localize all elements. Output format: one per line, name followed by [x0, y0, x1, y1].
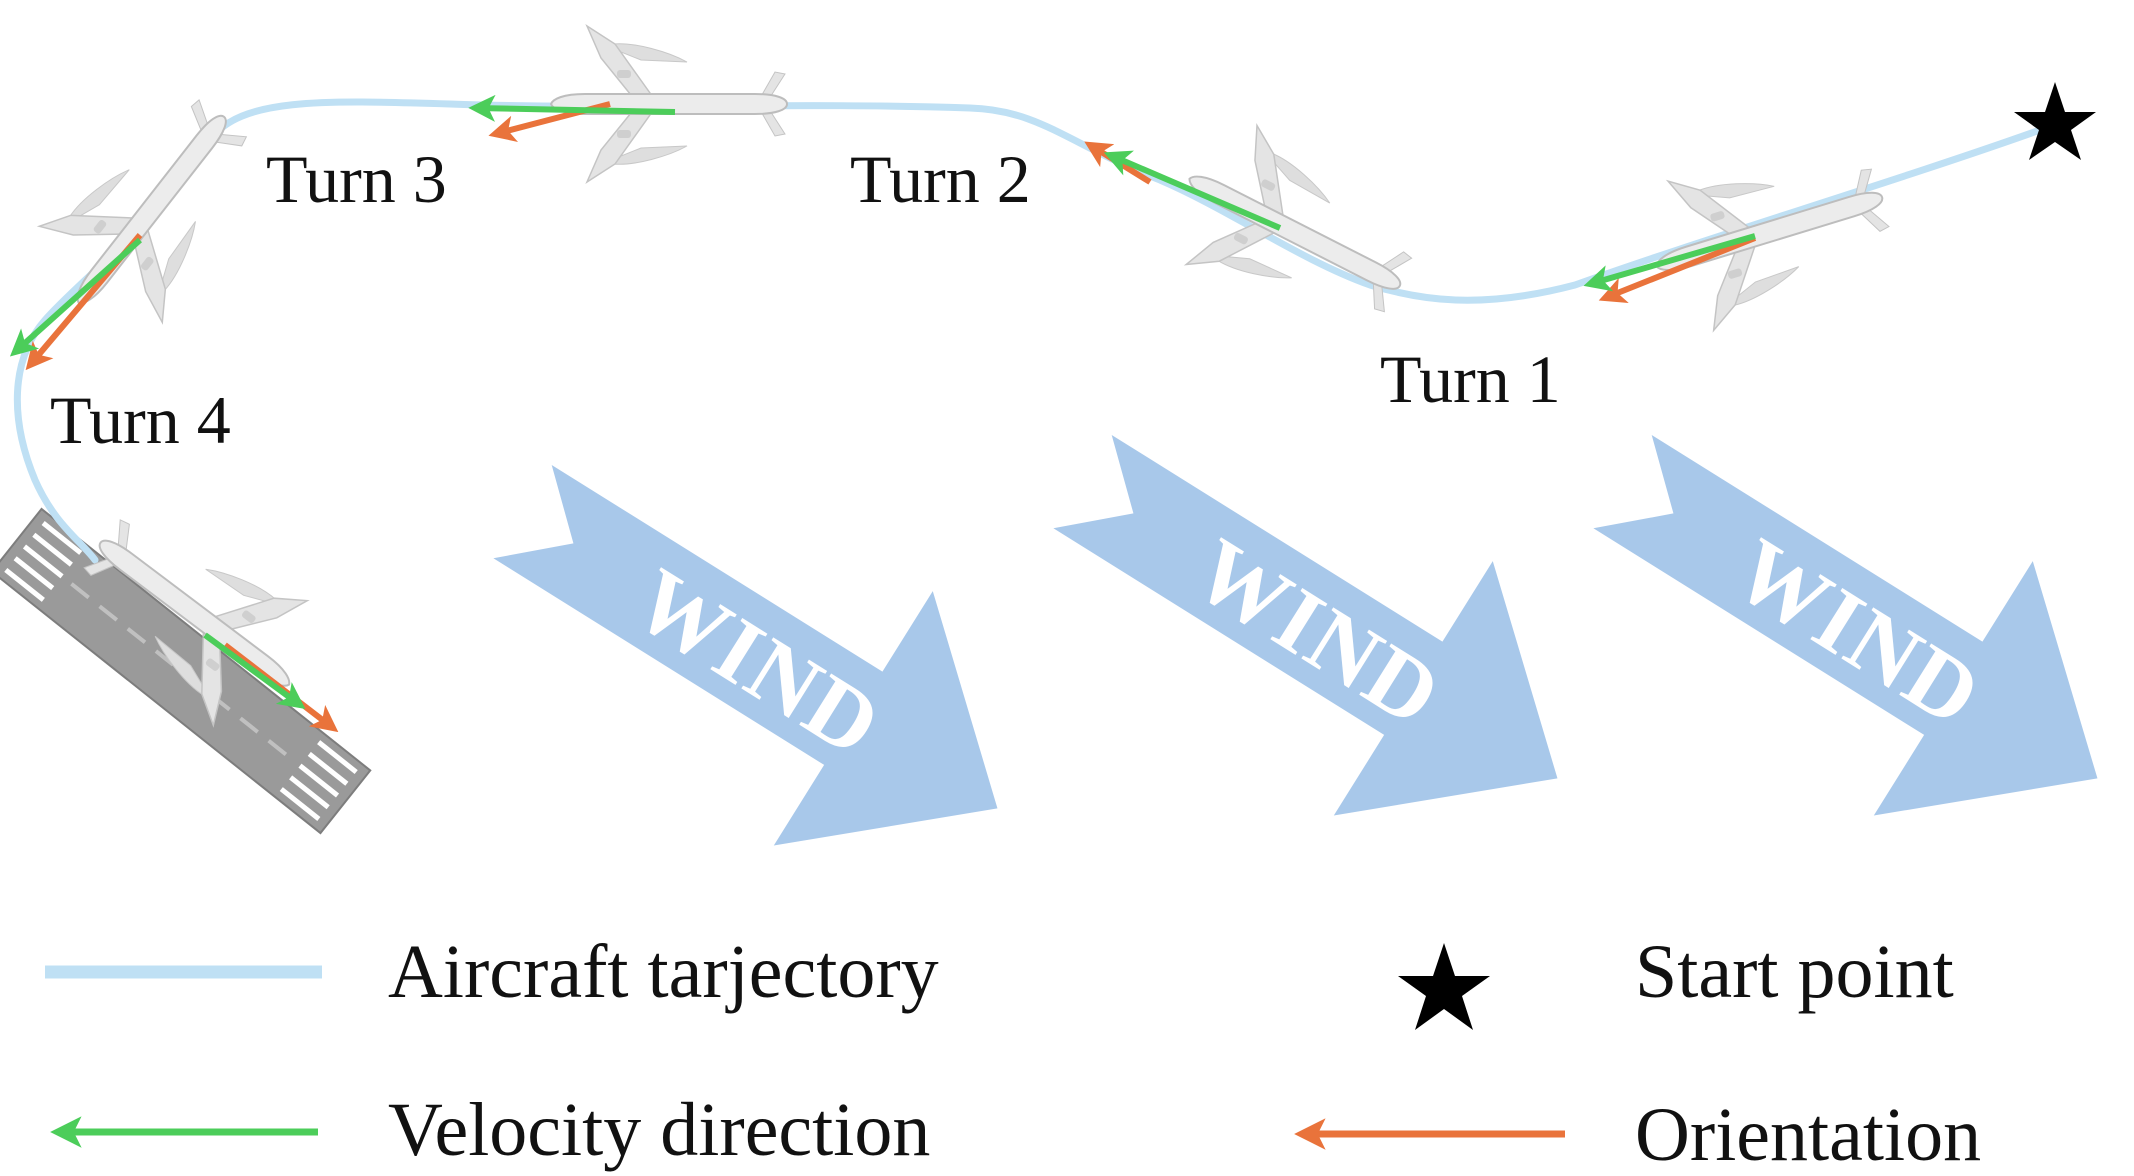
- velocity-arrows: [9, 94, 1756, 710]
- wind-arrow-1: WIND: [443, 384, 1077, 936]
- legend-start-star-icon: [1398, 943, 1490, 1030]
- turn-1-label: Turn 1: [1380, 341, 1561, 417]
- legend-trajectory-label: Aircraft tarjectory: [388, 930, 939, 1014]
- wind-arrow-3: WIND: [1543, 354, 2134, 906]
- turn-2-label: Turn 2: [850, 141, 1031, 217]
- aircraft-turn-2: [1153, 108, 1437, 357]
- legend-start-label: Start point: [1635, 930, 1954, 1014]
- turn-3-label: Turn 3: [266, 141, 447, 217]
- turn-4-label: Turn 4: [50, 382, 231, 458]
- wind-arrow-2: WIND: [1003, 354, 1637, 906]
- start-point-star-icon: [2014, 82, 2096, 160]
- legend-orientation-label: Orientation: [1635, 1093, 1981, 1176]
- aircraft-trajectory-path: [13, 98, 2044, 564]
- aircraft-turn-3: [550, 25, 788, 183]
- legend-velocity-label: Velocity direction: [388, 1088, 930, 1172]
- aircraft-turn-1: [1632, 121, 1906, 342]
- legend: Aircraft tarjectory Velocity direction S…: [45, 930, 1981, 1176]
